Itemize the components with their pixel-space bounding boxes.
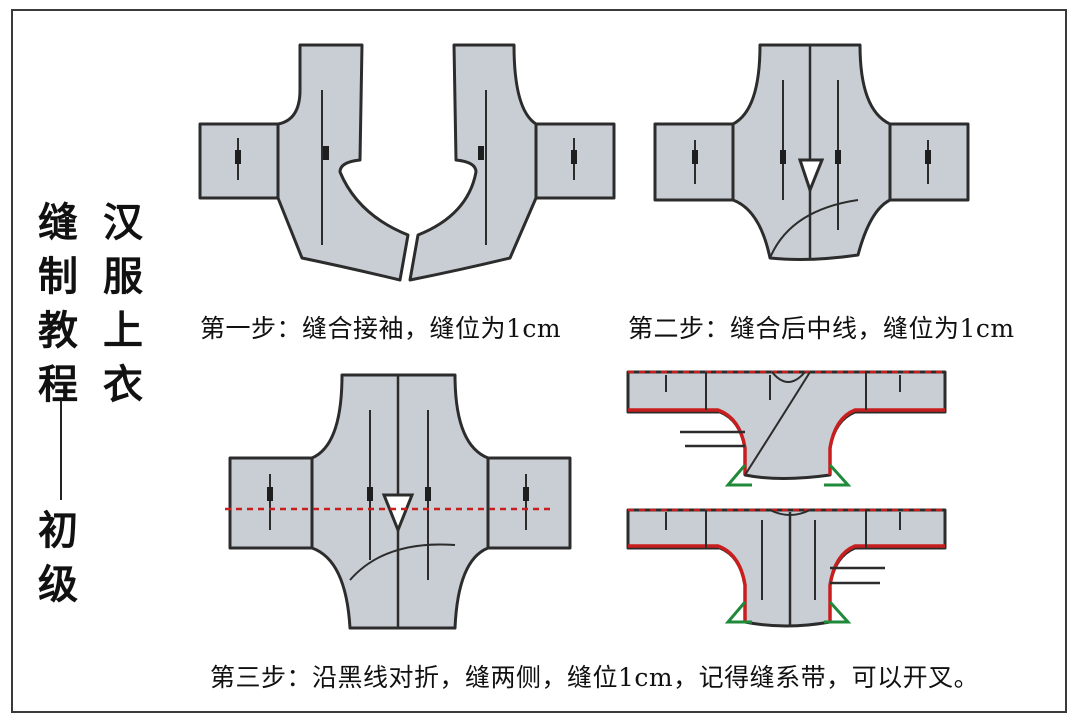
- slit-mark-green: [824, 463, 852, 487]
- title-char: 程: [38, 362, 78, 408]
- title-char: 上: [103, 308, 143, 354]
- tie-mark: [425, 487, 431, 501]
- title-char: 服: [103, 254, 143, 300]
- neck-opening: [381, 493, 415, 535]
- tie-mark: [925, 150, 931, 164]
- folded-front-piece: [626, 370, 947, 480]
- title-char: 初: [38, 508, 78, 554]
- title-column-left: 缝 制 教 程: [38, 196, 78, 412]
- step1-left-panel: [198, 43, 410, 282]
- step1-right-panel: [408, 43, 616, 282]
- tie-mark: [235, 150, 241, 164]
- title-char: 缝: [38, 200, 78, 246]
- tie-mark: [692, 150, 698, 164]
- tie-mark: [780, 150, 786, 164]
- body-piece: [731, 43, 892, 261]
- outer-frame: [11, 9, 1067, 713]
- title-char: 汉: [103, 200, 143, 246]
- front-overlap-line: [769, 199, 859, 259]
- slit-mark-green: [724, 601, 752, 624]
- neck-opening: [797, 158, 825, 195]
- right-sleeve: [486, 456, 572, 550]
- folded-back-piece: [626, 508, 947, 628]
- tie-mark: [367, 487, 373, 501]
- caption-step2: 第二步：缝合后中线，缝位为1cm: [628, 314, 1015, 343]
- side-seam-red: [828, 408, 945, 475]
- side-seam-red: [628, 408, 747, 475]
- title-char: 级: [38, 562, 78, 608]
- neck-curve: [769, 509, 811, 516]
- tie-mark: [835, 150, 841, 164]
- left-body-piece: [276, 43, 410, 282]
- step3-front-view: [626, 370, 947, 487]
- title-level: 初 级: [38, 504, 78, 612]
- title-dash-line: [60, 400, 62, 500]
- title-char: 衣: [103, 362, 143, 408]
- right-body-piece: [408, 43, 538, 282]
- step3-back-view: [626, 508, 947, 628]
- step2-garment: [653, 43, 970, 261]
- side-seam-red: [828, 544, 945, 622]
- caption-step1: 第一步：缝合接袖，缝位为1cm: [200, 314, 562, 343]
- tie-mark: [571, 150, 577, 164]
- caption-step3: 第三步：沿黑线对折，缝两侧，缝位1cm，记得缝系带，可以开叉。: [210, 663, 980, 692]
- front-overlap-line: [744, 371, 811, 476]
- tie-mark: [523, 487, 529, 501]
- tie-mark: [323, 146, 329, 160]
- title-char: 教: [38, 308, 78, 354]
- neck-curve: [771, 371, 806, 383]
- title-column-right: 汉 服 上 衣: [103, 196, 143, 412]
- side-seam-red: [628, 544, 747, 622]
- slit-mark-green: [724, 464, 752, 487]
- tie-mark: [267, 487, 273, 501]
- slit-mark-green: [824, 600, 852, 624]
- step3-garment: [225, 373, 572, 630]
- front-overlap-line: [349, 543, 456, 581]
- tie-mark: [478, 146, 484, 160]
- title-char: 制: [38, 254, 78, 300]
